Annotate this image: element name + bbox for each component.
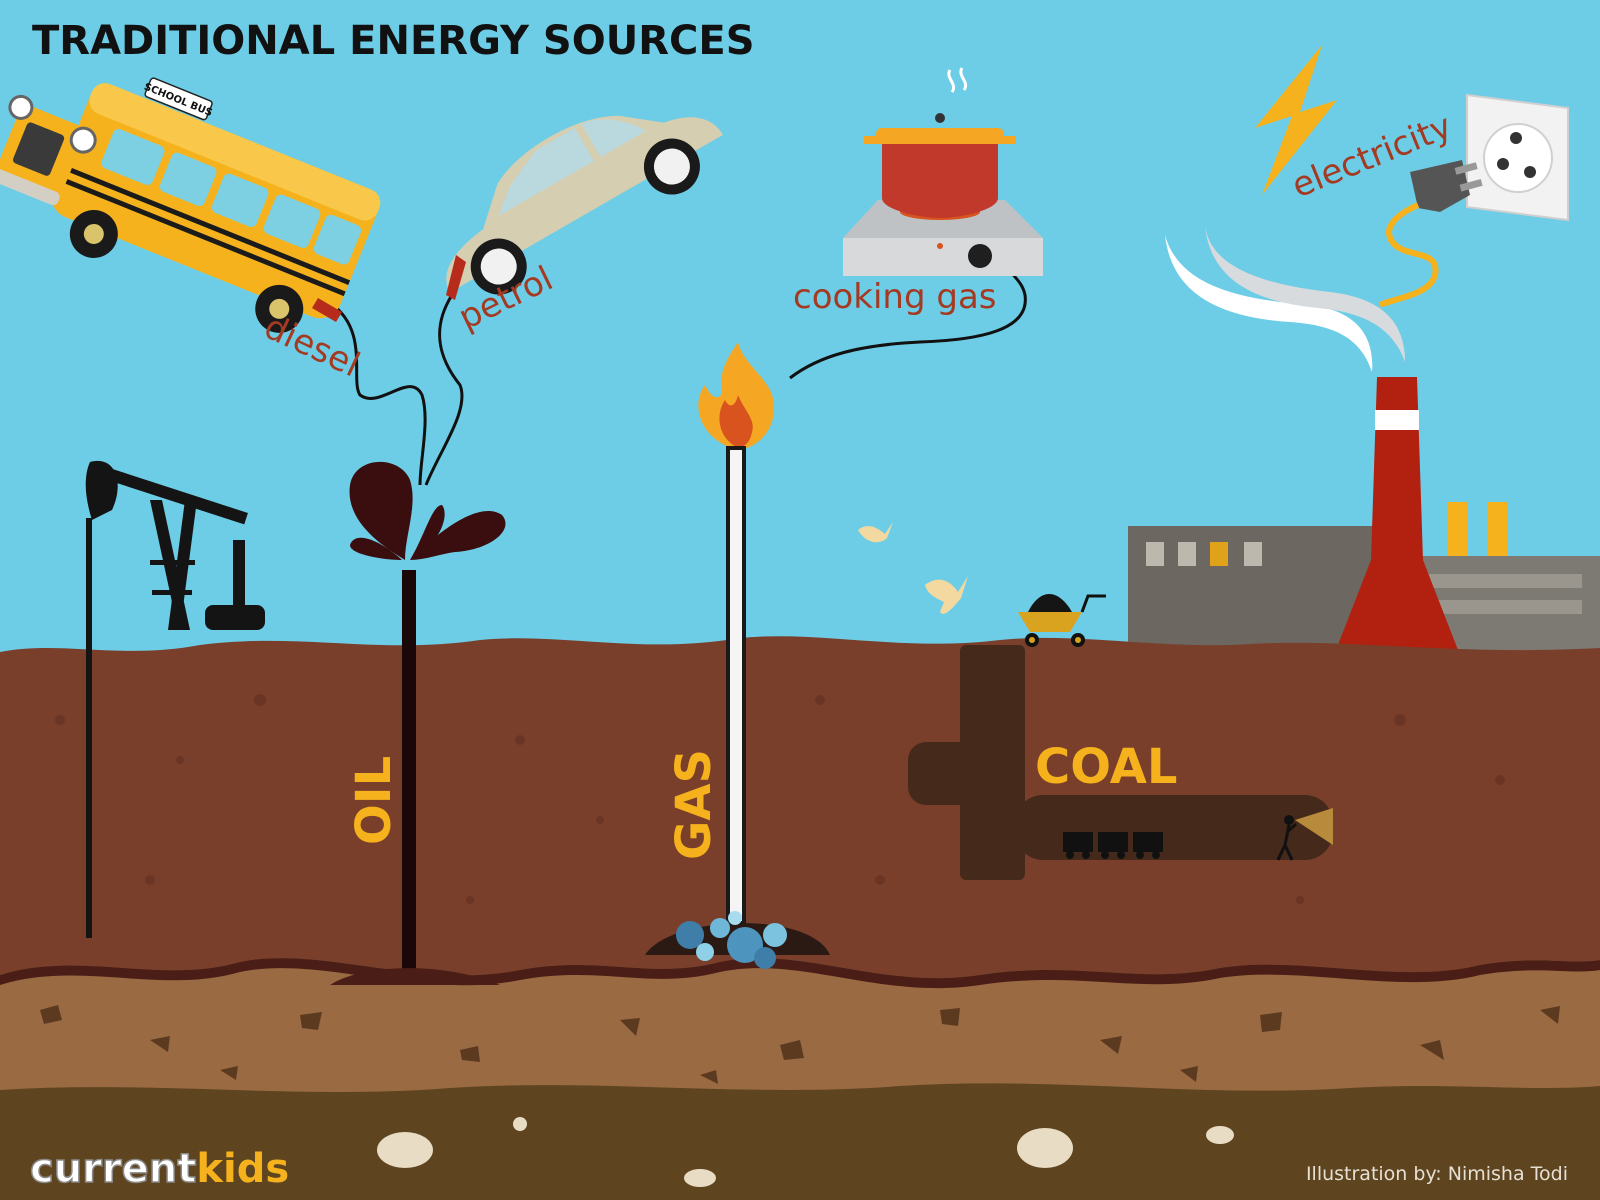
topsoil-layer bbox=[0, 636, 1600, 1000]
coal-label: COAL bbox=[1035, 739, 1177, 795]
gas-hose bbox=[789, 267, 1027, 380]
soil-speckles bbox=[55, 694, 1505, 904]
brand-logo-kids: kids bbox=[196, 1146, 289, 1192]
brand-logo-current: current bbox=[30, 1146, 196, 1192]
oil-gusher bbox=[349, 461, 506, 560]
oil-pipe bbox=[402, 570, 416, 985]
bird-icon bbox=[858, 522, 968, 614]
plug-icon bbox=[1410, 160, 1483, 212]
mine-cart-icon bbox=[1063, 832, 1163, 859]
brand-logo: currentkids bbox=[30, 1146, 289, 1192]
pump-jack-icon bbox=[85, 460, 265, 938]
gas-bubbles bbox=[645, 911, 830, 969]
diesel-nozzle bbox=[312, 298, 342, 322]
electric-cable bbox=[1378, 202, 1439, 308]
chimney-icon bbox=[1336, 377, 1458, 650]
miner-icon bbox=[1276, 808, 1333, 861]
illustration-credit: Illustration by: Nimisha Todi bbox=[1306, 1163, 1568, 1185]
oil-pool bbox=[330, 968, 500, 985]
wheelbarrow-icon bbox=[1018, 594, 1106, 647]
petrol-nozzle bbox=[446, 255, 466, 300]
smoke-plume bbox=[1165, 225, 1405, 372]
diesel-hose bbox=[329, 301, 427, 486]
petrol-hose bbox=[424, 294, 464, 486]
gas-label: GAS bbox=[666, 749, 722, 860]
fossil-icon bbox=[377, 1117, 1234, 1187]
mine-tunnel bbox=[908, 645, 1333, 880]
lightning-icon bbox=[1255, 45, 1337, 195]
page-title: TRADITIONAL ENERGY SOURCES bbox=[32, 18, 755, 64]
car-icon bbox=[446, 115, 723, 295]
gas-pipe bbox=[726, 446, 746, 925]
school-bus-icon: SCHOOL BUS bbox=[0, 77, 381, 333]
rock-fragments bbox=[40, 1005, 1560, 1084]
oil-label: OIL bbox=[346, 756, 402, 845]
flame-icon bbox=[698, 342, 775, 450]
socket-icon bbox=[1466, 93, 1569, 222]
deep-rock-layer bbox=[0, 1083, 1600, 1200]
cooking-pot-icon bbox=[864, 67, 1016, 220]
cooking-gas-label: cooking gas bbox=[793, 277, 997, 317]
